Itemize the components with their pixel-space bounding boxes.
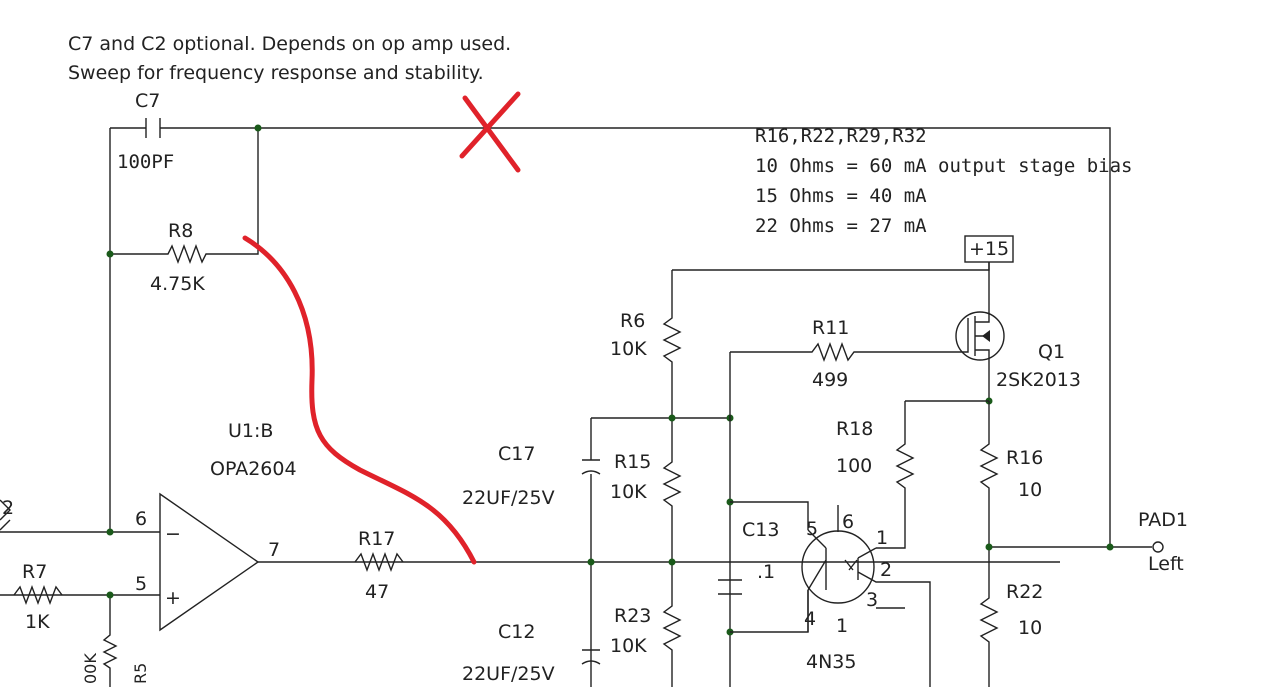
q1-ref: Q1 bbox=[1038, 341, 1065, 363]
r17-ref: R17 bbox=[358, 528, 395, 550]
c7-value: 100PF bbox=[117, 151, 174, 173]
opto-pin5: 5 bbox=[806, 518, 818, 540]
q1-mosfet bbox=[955, 235, 1014, 405]
r6-ref: R6 bbox=[620, 310, 645, 332]
opto-pin1-top: 1 bbox=[876, 527, 888, 549]
red-x-mark-stroke2 bbox=[459, 91, 521, 159]
red-reroute-line bbox=[242, 235, 477, 565]
c12-value: 22UF/25V bbox=[462, 663, 555, 685]
u1-minus-sign: − bbox=[165, 523, 181, 545]
op-amp-u1b bbox=[0, 492, 1060, 687]
u1-pin6: 6 bbox=[135, 508, 147, 530]
supply-label: +15 bbox=[969, 238, 1009, 260]
red-x-mark-stroke1 bbox=[462, 95, 521, 173]
node-dot bbox=[254, 124, 262, 132]
u1-pin7: 7 bbox=[268, 539, 280, 561]
u1-pin5: 5 bbox=[135, 573, 147, 595]
output-stage bbox=[876, 400, 1164, 687]
q1-value: 2SK2013 bbox=[996, 369, 1081, 391]
c13-ref: C13 bbox=[742, 519, 779, 541]
feedback-network bbox=[106, 118, 1111, 547]
r17-value: 47 bbox=[365, 581, 389, 603]
r8-value: 4.75K bbox=[150, 273, 205, 295]
r23-ref: R23 bbox=[614, 605, 651, 627]
bias-note-line2: 15 Ohms = 40 mA bbox=[755, 185, 927, 207]
bias-network bbox=[581, 262, 990, 687]
r16-ref: R16 bbox=[1006, 447, 1043, 469]
opto-pin4: 4 bbox=[804, 608, 816, 630]
pad1-terminal bbox=[1152, 541, 1164, 553]
optional-caps-note-line2: Sweep for frequency response and stabili… bbox=[68, 62, 484, 84]
r8-symbol bbox=[110, 128, 259, 264]
r7-ref: R7 bbox=[22, 561, 47, 583]
pad1-value: Left bbox=[1148, 553, 1184, 575]
optional-caps-note-line1: C7 and C2 optional. Depends on op amp us… bbox=[68, 33, 511, 55]
r18-ref: R18 bbox=[836, 418, 873, 440]
r7-value: 1K bbox=[25, 611, 50, 633]
c12-ref: C12 bbox=[498, 621, 535, 643]
u1-plus-sign: + bbox=[165, 587, 181, 609]
r7-symbol bbox=[13, 585, 63, 605]
r8-ref: R8 bbox=[168, 220, 193, 242]
r11-ref: R11 bbox=[812, 317, 849, 339]
r18-value: 100 bbox=[836, 455, 872, 477]
opto-pin2: 2 bbox=[880, 559, 892, 581]
r22-value: 10 bbox=[1018, 617, 1042, 639]
node-dot bbox=[106, 250, 114, 258]
c7-symbol bbox=[145, 118, 161, 138]
opto-ref: 4N35 bbox=[806, 651, 856, 673]
u1-value: OPA2604 bbox=[210, 458, 297, 480]
r2-partial-symbol bbox=[0, 499, 11, 531]
pad1-ref: PAD1 bbox=[1138, 509, 1188, 531]
bias-note-line1: 10 Ohms = 60 mA output stage bias bbox=[755, 155, 1133, 177]
c7-ref: C7 bbox=[135, 90, 160, 112]
c13-value: .1 bbox=[757, 561, 775, 583]
r23-value: 10K bbox=[610, 635, 647, 657]
bias-note-line3: 22 Ohms = 27 mA bbox=[755, 215, 927, 237]
r6-value: 10K bbox=[610, 338, 647, 360]
r22-ref: R22 bbox=[1006, 581, 1043, 603]
opto-pin6: 6 bbox=[842, 511, 854, 533]
r5-ref: R5 bbox=[131, 663, 150, 684]
r11-value: 499 bbox=[812, 369, 848, 391]
c13-symbol bbox=[718, 579, 742, 595]
r16-value: 10 bbox=[1018, 479, 1042, 501]
r17-symbol bbox=[354, 552, 404, 572]
c17-value: 22UF/25V bbox=[462, 487, 555, 509]
r15-value: 10K bbox=[610, 481, 647, 503]
r16-r22-symbol bbox=[979, 401, 999, 687]
op-amp-triangle bbox=[159, 492, 260, 632]
bias-note-title: R16,R22,R29,R32 bbox=[755, 125, 927, 147]
opto-pin3: 3 bbox=[866, 589, 878, 611]
u1-ref: U1:B bbox=[228, 420, 273, 442]
r2-partial-label: 2 bbox=[2, 497, 14, 519]
r15-ref: R15 bbox=[614, 451, 651, 473]
c12-symbol bbox=[581, 649, 601, 665]
r18-symbol bbox=[876, 400, 989, 549]
c17-symbol bbox=[581, 459, 601, 475]
r5-symbol bbox=[102, 595, 118, 687]
c17-ref: C17 bbox=[498, 443, 535, 465]
optocoupler-4n35 bbox=[801, 505, 931, 687]
r5-value: 00K bbox=[81, 653, 100, 684]
opto-pin1-bottom: 1 bbox=[836, 615, 848, 637]
